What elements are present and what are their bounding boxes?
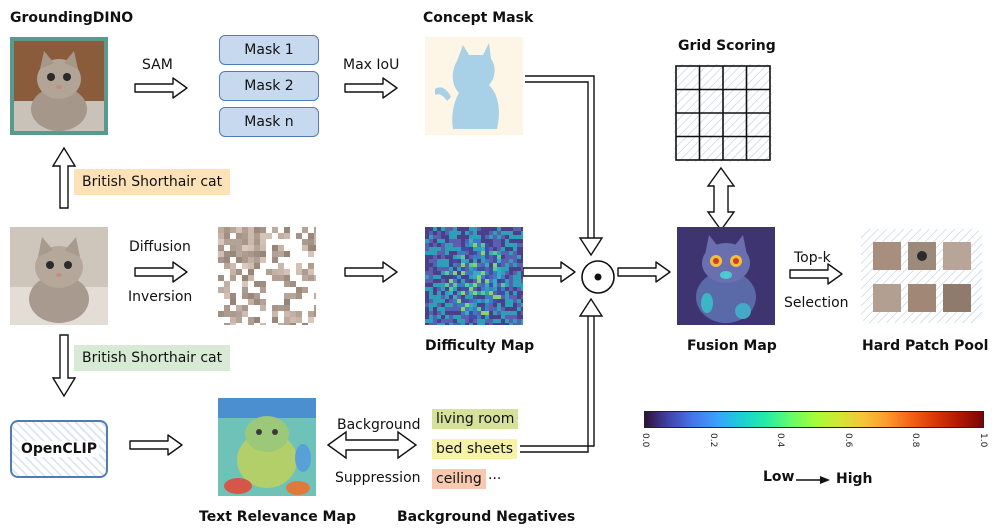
- negative-3: ceiling: [432, 469, 486, 489]
- difficulty-map-image: [425, 227, 523, 325]
- suppression-label: Suppression: [335, 470, 421, 486]
- inversion-label: Inversion: [128, 289, 193, 305]
- colorbar-tick: 0.0: [640, 433, 650, 448]
- suppression-arrow: [326, 430, 418, 460]
- topk-arrow: [789, 263, 843, 285]
- background-label: Background: [337, 417, 421, 433]
- openclip-label: OpenCLIP: [18, 441, 100, 457]
- hard-patch-pool-title: Hard Patch Pool: [862, 338, 989, 354]
- grid-scoring-title: Grid Scoring: [678, 38, 776, 54]
- difficulty-map-title: Difficulty Map: [425, 338, 535, 354]
- diffusion-arrow: [134, 261, 188, 283]
- high-label: High: [836, 471, 873, 487]
- concept-mask-title: Concept Mask: [423, 10, 534, 26]
- background-negatives-title: Background Negatives: [397, 509, 576, 525]
- colorbar-tick: 1.0: [978, 433, 988, 448]
- fusion-map-image: [677, 227, 775, 325]
- sam-label: SAM: [142, 57, 173, 73]
- colorbar-tick: 0.4: [775, 433, 786, 448]
- low-label: Low: [763, 469, 795, 485]
- colorbar-tick: 0.2: [707, 433, 718, 448]
- grounded-cat-image: [10, 37, 108, 135]
- difficulty-to-fusion-arrow: [522, 261, 576, 283]
- colorbar: [644, 411, 984, 428]
- max-iou-label: Max IoU: [343, 57, 400, 73]
- openclip-box: OpenCLIP: [10, 420, 108, 478]
- topk-label: Top-k: [794, 250, 831, 266]
- down-arrow: [51, 334, 77, 398]
- selection-label: Selection: [784, 295, 849, 311]
- mask-1: Mask 1: [219, 35, 319, 65]
- up-arrow: [51, 146, 77, 209]
- negative-2: bed sheets: [432, 439, 518, 459]
- fusion-to-map-arrow: [617, 261, 671, 283]
- grid-scoring-image: [674, 64, 772, 162]
- openclip-arrow: [129, 434, 183, 456]
- colorbar-tick: 0.8: [910, 433, 921, 448]
- mask-2: Mask 2: [219, 71, 319, 101]
- sam-arrow: [134, 77, 188, 99]
- max-iou-arrow: [344, 77, 398, 99]
- hard-patch-pool-image: [861, 229, 982, 323]
- negatives-ellipsis: ···: [488, 471, 502, 487]
- concept-mask-image: [425, 37, 523, 135]
- to-difficulty-arrow: [344, 261, 398, 283]
- prompt-bottom: British Shorthair cat: [74, 345, 231, 371]
- inversion-image: [218, 227, 316, 325]
- colorbar-tick: 0.6: [842, 433, 853, 448]
- text-relevance-title: Text Relevance Map: [199, 509, 356, 525]
- fusion-map-title: Fusion Map: [687, 338, 777, 354]
- grounding-title: GroundingDINO: [10, 10, 134, 26]
- source-cat-image: [10, 227, 108, 325]
- prompt-top: British Shorthair cat: [74, 169, 231, 195]
- grid-fusion-arrow: [706, 166, 736, 232]
- diffusion-label: Diffusion: [129, 239, 191, 255]
- mask-n: Mask n: [219, 107, 319, 137]
- negative-1: living room: [432, 409, 519, 429]
- text-relevance-image: [218, 398, 316, 496]
